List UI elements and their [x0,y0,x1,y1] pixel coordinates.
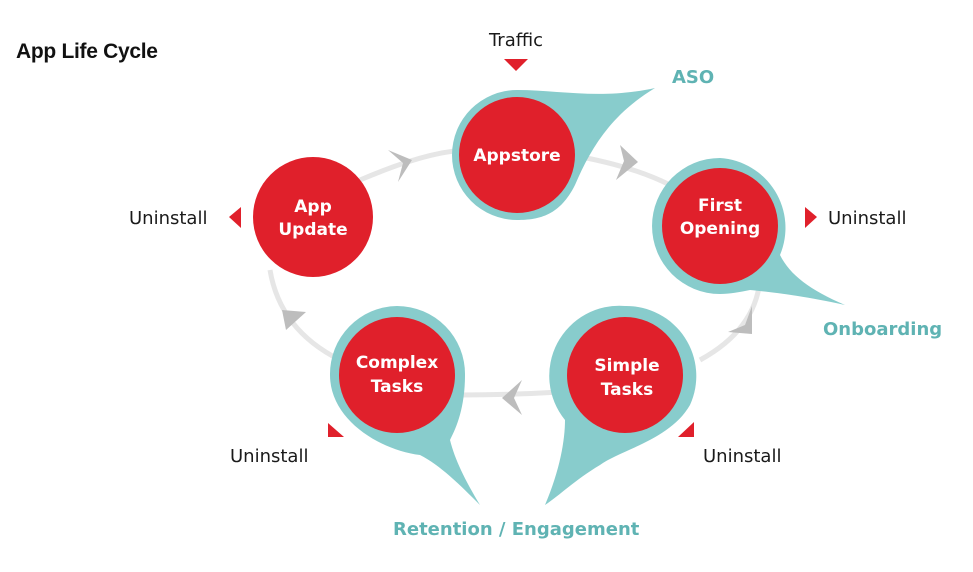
node-simple-tasks-label-2: Tasks [601,380,653,400]
arrow-icon [728,306,752,334]
uninstall-left-label: Uninstall [129,208,207,229]
node-complex-tasks-label-1: Complex [356,353,438,373]
uninstall-left-marker-icon [229,207,241,228]
node-app-update-label-1: App [294,197,332,217]
node-app-update-label-2: Update [278,220,347,240]
node-complex-tasks-label-2: Tasks [371,377,423,397]
uninstall-bottom-right-marker-icon [678,422,694,437]
uninstall-right-label: Uninstall [828,208,906,229]
retention-label: Retention / Engagement [393,519,640,540]
node-appstore-label: Appstore [473,146,560,166]
aso-label: ASO [672,67,714,88]
node-first-opening-label-1: First [698,196,742,216]
uninstall-right-marker-icon [805,207,817,228]
traffic-label: Traffic [488,30,543,51]
arrow-icon [502,380,522,415]
arrow-icon [616,145,638,180]
onboarding-label: Onboarding [823,319,942,340]
node-simple-tasks[interactable] [567,317,683,433]
node-simple-tasks-label-1: Simple [594,356,659,376]
node-app-update[interactable] [253,157,373,277]
arrow-icon [282,310,306,330]
node-complex-tasks[interactable] [339,317,455,433]
traffic-marker-icon [504,59,528,71]
uninstall-bottom-left-marker-icon [328,423,344,437]
node-first-opening-label-2: Opening [680,219,760,239]
arrow-icon [388,150,412,182]
uninstall-bottom-right-label: Uninstall [703,446,781,467]
uninstall-bottom-left-label: Uninstall [230,446,308,467]
node-appstore[interactable] [459,97,575,213]
diagram-title: App Life Cycle [16,40,158,63]
node-first-opening[interactable] [662,168,778,284]
